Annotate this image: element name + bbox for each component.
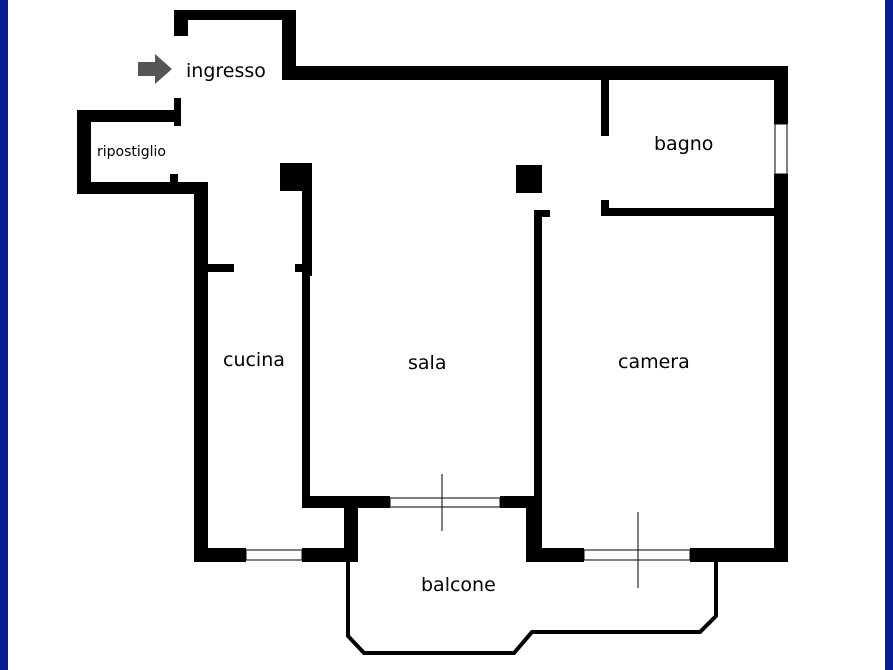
wall (534, 210, 550, 217)
wall (774, 66, 788, 124)
room-label-bagno: bagno (654, 133, 714, 155)
room-label-camera: camera (618, 351, 690, 373)
wall (174, 10, 188, 36)
wall (302, 496, 390, 508)
pillar (516, 165, 542, 193)
room-label-ripostiglio: ripostiglio (97, 144, 167, 160)
wall (774, 174, 788, 562)
wall (174, 10, 296, 20)
window (583, 549, 691, 561)
room-label-balcone: balcone (421, 574, 496, 596)
wall (526, 548, 584, 562)
window (389, 497, 501, 508)
window (245, 549, 303, 561)
window (774, 123, 788, 175)
wall (77, 182, 208, 194)
wall (534, 210, 542, 562)
wall (194, 182, 208, 562)
wall (601, 80, 609, 136)
wall (601, 208, 774, 216)
wall (302, 163, 310, 508)
room-label-cucina: cucina (223, 349, 285, 371)
wall (282, 66, 788, 80)
balcony-railing (346, 560, 718, 655)
wall (77, 110, 181, 122)
wall (208, 264, 234, 272)
wall (344, 508, 358, 562)
arrow-right-icon (138, 54, 172, 84)
wall (500, 496, 540, 508)
room-label-ingresso: ingresso (186, 60, 266, 82)
wall (77, 110, 91, 194)
wall (282, 10, 296, 80)
wall (295, 264, 305, 272)
wall (170, 174, 178, 194)
wall (194, 548, 246, 562)
room-label-sala: sala (408, 352, 447, 374)
wall (690, 548, 788, 562)
wall (174, 98, 181, 126)
